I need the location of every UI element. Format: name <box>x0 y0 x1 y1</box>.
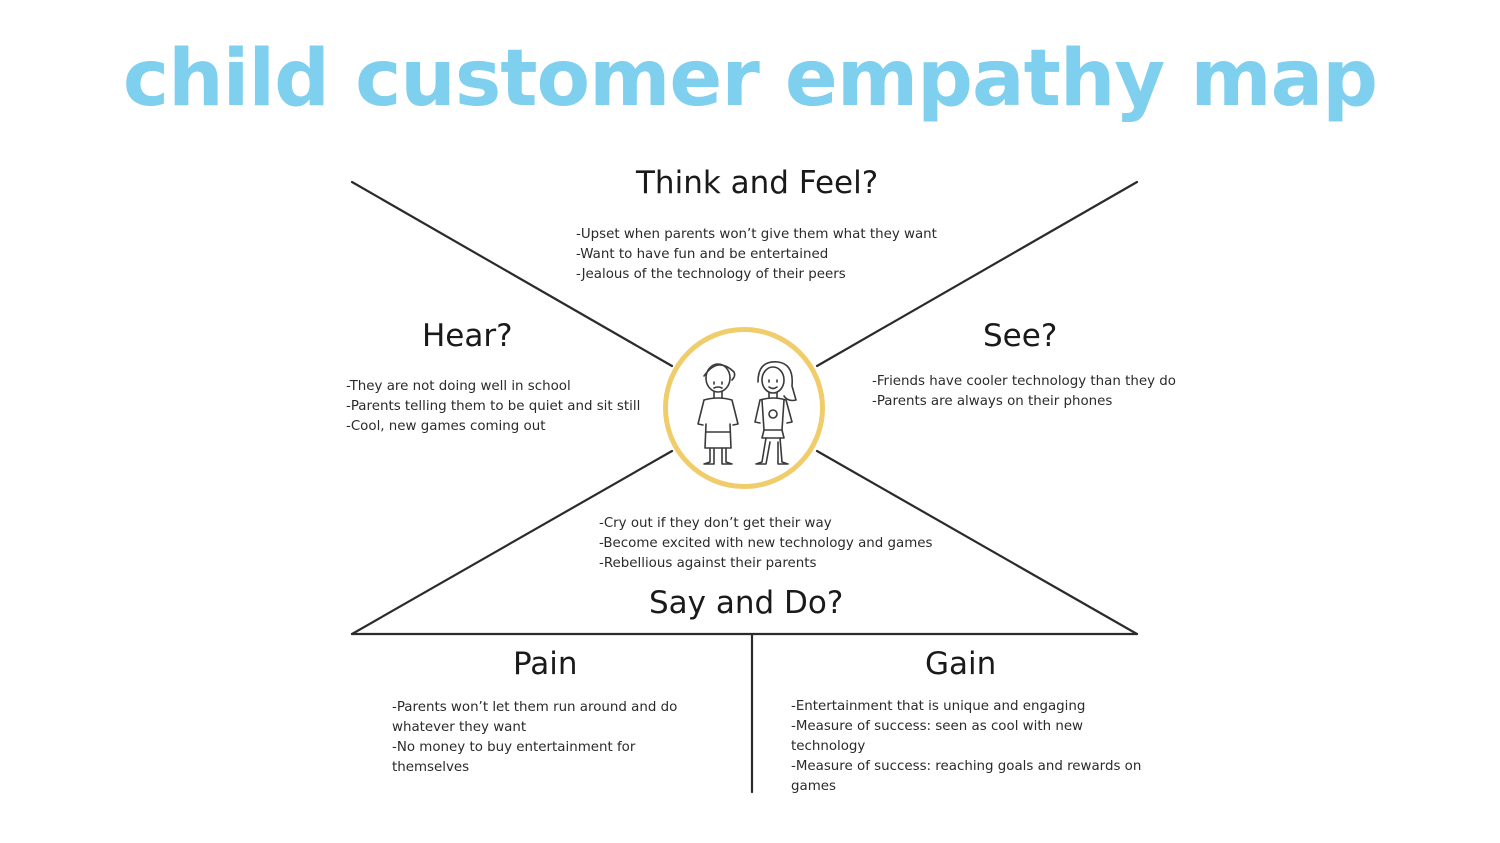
list-item: -Cool, new games coming out <box>346 419 546 434</box>
diagonal-bottom-right <box>815 449 1139 636</box>
list-item: -Rebellious against their parents <box>599 556 817 571</box>
list-item: -Parents telling them to be quiet and si… <box>346 399 641 414</box>
think-feel-heading: Think and Feel? <box>636 165 879 201</box>
diagonal-top-right <box>815 180 1139 368</box>
see-heading: See? <box>983 318 1058 354</box>
list-item: -No money to buy entertainment for thems… <box>392 740 636 775</box>
hear-list: -They are not doing well in school -Pare… <box>346 377 640 437</box>
list-item: -Entertainment that is unique and engagi… <box>791 699 1086 714</box>
list-item: -Parents won’t let them run around and d… <box>392 700 678 735</box>
say-do-list: -Cry out if they don’t get their way -Be… <box>599 514 933 574</box>
diagonal-bottom-left <box>350 449 674 636</box>
diagonal-top-left <box>350 180 674 368</box>
see-list: -Friends have cooler technology than the… <box>872 372 1176 412</box>
list-item: -Jealous of the technology of their peer… <box>576 267 846 282</box>
page-title: child customer empathy map <box>122 34 1378 124</box>
list-item: -Become excited with new technology and … <box>599 536 933 551</box>
two-children-illustration-icon <box>697 361 797 465</box>
list-item: -They are not doing well in school <box>346 379 571 394</box>
center-circle <box>663 327 825 489</box>
list-item: -Friends have cooler technology than the… <box>872 374 1176 389</box>
list-item: -Cry out if they don’t get their way <box>599 516 832 531</box>
think-feel-list: -Upset when parents won’t give them what… <box>576 225 937 285</box>
list-item: -Measure of success: seen as cool with n… <box>791 719 1084 754</box>
list-item: -Measure of success: reaching goals and … <box>791 759 1142 794</box>
hear-heading: Hear? <box>422 318 513 354</box>
gain-list: -Entertainment that is unique and engagi… <box>791 697 1146 797</box>
pain-heading: Pain <box>513 646 578 682</box>
pain-list: -Parents won’t let them run around and d… <box>392 698 692 778</box>
gain-heading: Gain <box>925 646 997 682</box>
list-item: -Upset when parents won’t give them what… <box>576 227 937 242</box>
list-item: -Want to have fun and be entertained <box>576 247 829 262</box>
say-do-heading: Say and Do? <box>649 585 844 621</box>
list-item: -Parents are always on their phones <box>872 394 1113 409</box>
